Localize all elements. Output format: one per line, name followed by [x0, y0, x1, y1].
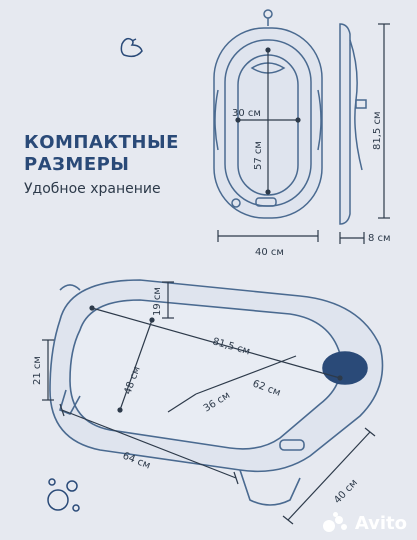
page-title: КОМПАКТНЫЕ РАЗМЕРЫ — [24, 132, 179, 176]
title-line-1: КОМПАКТНЫЕ — [24, 132, 179, 153]
open-bathtub — [49, 279, 384, 506]
duck-icon — [120, 37, 143, 58]
title-line-2: РАЗМЕРЫ — [24, 154, 130, 175]
top-length-label: 57 см — [253, 141, 264, 170]
bubbles-icon — [47, 478, 80, 512]
avito-logo-icon — [322, 512, 351, 534]
side-view-dimensions — [339, 23, 390, 244]
hanger-hook-icon — [263, 9, 273, 19]
avito-watermark: Avito — [322, 512, 407, 534]
watermark-text: Avito — [354, 512, 407, 534]
depth-top-label: 19 см — [152, 287, 163, 316]
top-width-label: 30 см — [232, 108, 261, 119]
top-outer-width-label: 40 см — [255, 247, 284, 258]
bottom-width-label: 40 см — [332, 477, 360, 506]
page-subtitle: Удобное хранение — [24, 181, 161, 197]
side-length-label: 81,5 см — [372, 112, 383, 151]
top-view-dimensions — [217, 47, 319, 242]
open-view-dimensions — [42, 281, 376, 525]
side-view — [339, 23, 367, 225]
side-depth-label: 8 см — [368, 233, 391, 244]
height-label: 21 см — [32, 356, 43, 385]
